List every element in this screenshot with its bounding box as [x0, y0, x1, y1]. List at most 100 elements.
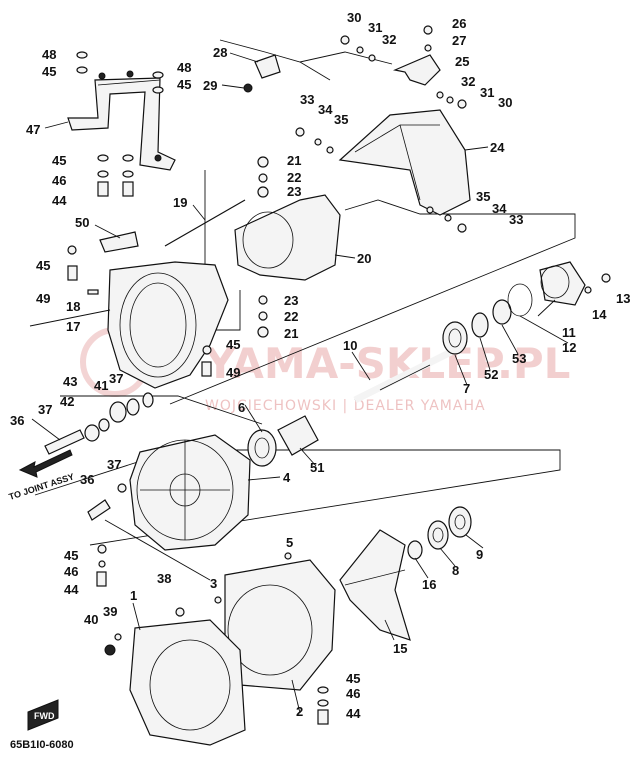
callout-46: 46 [346, 686, 360, 701]
callout-30: 30 [498, 95, 512, 110]
intake-duct [234, 156, 341, 338]
callout-51: 51 [310, 460, 324, 475]
callout-6: 6 [238, 400, 245, 415]
callout-3: 3 [210, 576, 217, 591]
seal-set-left [18, 392, 154, 478]
support-bracket [67, 70, 176, 171]
callout-20: 20 [357, 251, 371, 266]
callout-44: 44 [346, 706, 361, 721]
callout-21: 21 [287, 153, 301, 168]
callout-30: 30 [347, 10, 361, 25]
fwd-label: FWD [34, 711, 55, 721]
callout-33: 33 [509, 212, 523, 227]
callout-47: 47 [26, 122, 40, 137]
callout-53: 53 [512, 351, 526, 366]
bearing-set-upper [442, 261, 611, 355]
callout-24: 24 [490, 140, 505, 155]
callout-49: 49 [226, 365, 240, 380]
callout-11: 11 [562, 325, 576, 340]
callout-42: 42 [60, 394, 74, 409]
callout-13: 13 [616, 291, 630, 306]
callout-45: 45 [346, 671, 360, 686]
callout-4: 4 [283, 470, 291, 485]
callout-27: 27 [452, 33, 466, 48]
callout-48: 48 [42, 47, 56, 62]
cover-plate [104, 607, 246, 746]
callout-7: 7 [463, 381, 470, 396]
callout-33: 33 [300, 92, 314, 107]
callout-31: 31 [480, 85, 494, 100]
impeller-housing [129, 434, 251, 551]
callout-19: 19 [173, 195, 187, 210]
callout-35: 35 [334, 112, 348, 127]
callout-28: 28 [213, 45, 227, 60]
callout-14: 14 [592, 307, 607, 322]
callout-45: 45 [177, 77, 191, 92]
forward-indicator: FWD [27, 699, 59, 731]
to-joint-assy-note: TO JOINT ASSY [8, 471, 76, 502]
callout-36: 36 [80, 472, 94, 487]
hardware-bottom-right [317, 686, 329, 725]
callout-35: 35 [476, 189, 490, 204]
drawing-code: 65B1I0-6080 [10, 739, 74, 751]
callout-49: 49 [36, 291, 50, 306]
cover-assembly [243, 25, 471, 233]
callout-39: 39 [103, 604, 117, 619]
callout-5: 5 [286, 535, 293, 550]
bearing-sleeve [247, 415, 319, 467]
callout-46: 46 [64, 564, 78, 579]
callout-52: 52 [484, 367, 498, 382]
callout-44: 44 [64, 582, 79, 597]
callout-25: 25 [455, 54, 469, 69]
callout-32: 32 [382, 32, 396, 47]
callout-45: 45 [42, 64, 56, 79]
callout-22: 22 [284, 309, 298, 324]
callout-50: 50 [75, 215, 89, 230]
callout-9: 9 [476, 547, 483, 562]
callout-23: 23 [287, 184, 301, 199]
callout-37: 37 [38, 402, 52, 417]
callout-15: 15 [393, 641, 407, 656]
callout-26: 26 [452, 16, 466, 31]
callout-23: 23 [284, 293, 298, 308]
callout-numbers: 30 31 32 26 27 25 32 31 30 48 45 48 45 2… [10, 10, 630, 721]
callout-37: 37 [109, 371, 123, 386]
callout-10: 10 [343, 338, 357, 353]
callout-36: 36 [10, 413, 24, 428]
callout-22: 22 [287, 170, 301, 185]
callout-29: 29 [203, 78, 217, 93]
callout-34: 34 [492, 201, 507, 216]
callout-43: 43 [63, 374, 77, 389]
callout-45: 45 [52, 153, 66, 168]
watermark: YAMA-SKLEP.PL WOJCIECHOWSKI | DEALER YAM… [80, 327, 570, 414]
callout-18: 18 [66, 299, 80, 314]
callout-45: 45 [226, 337, 240, 352]
callout-44: 44 [52, 193, 67, 208]
callout-45: 45 [36, 258, 50, 273]
callout-31: 31 [368, 20, 382, 35]
callout-17: 17 [66, 319, 80, 334]
callout-21: 21 [284, 326, 298, 341]
watermark-sub-text: WOJCIECHOWSKI | DEALER YAMAHA [205, 398, 486, 414]
callout-32: 32 [461, 74, 475, 89]
small-pins-lower [87, 483, 127, 587]
group-outlines [34, 39, 576, 581]
callout-37: 37 [107, 457, 121, 472]
callout-16: 16 [422, 577, 436, 592]
intake-housing [67, 231, 229, 389]
watermark-main-text: YAMA-SKLEP.PL [204, 339, 570, 388]
callout-38: 38 [157, 571, 171, 586]
callout-45: 45 [64, 548, 78, 563]
callout-41: 41 [94, 378, 108, 393]
callout-12: 12 [562, 340, 576, 355]
hardware-top-left [76, 51, 164, 197]
callout-leaders [29, 52, 569, 714]
callout-1: 1 [130, 588, 137, 603]
tie-rod [164, 199, 246, 247]
callout-8: 8 [452, 563, 459, 578]
callout-48: 48 [177, 60, 191, 75]
impeller-group [339, 506, 472, 641]
drive-shaft [353, 346, 457, 404]
callout-40: 40 [84, 612, 98, 627]
